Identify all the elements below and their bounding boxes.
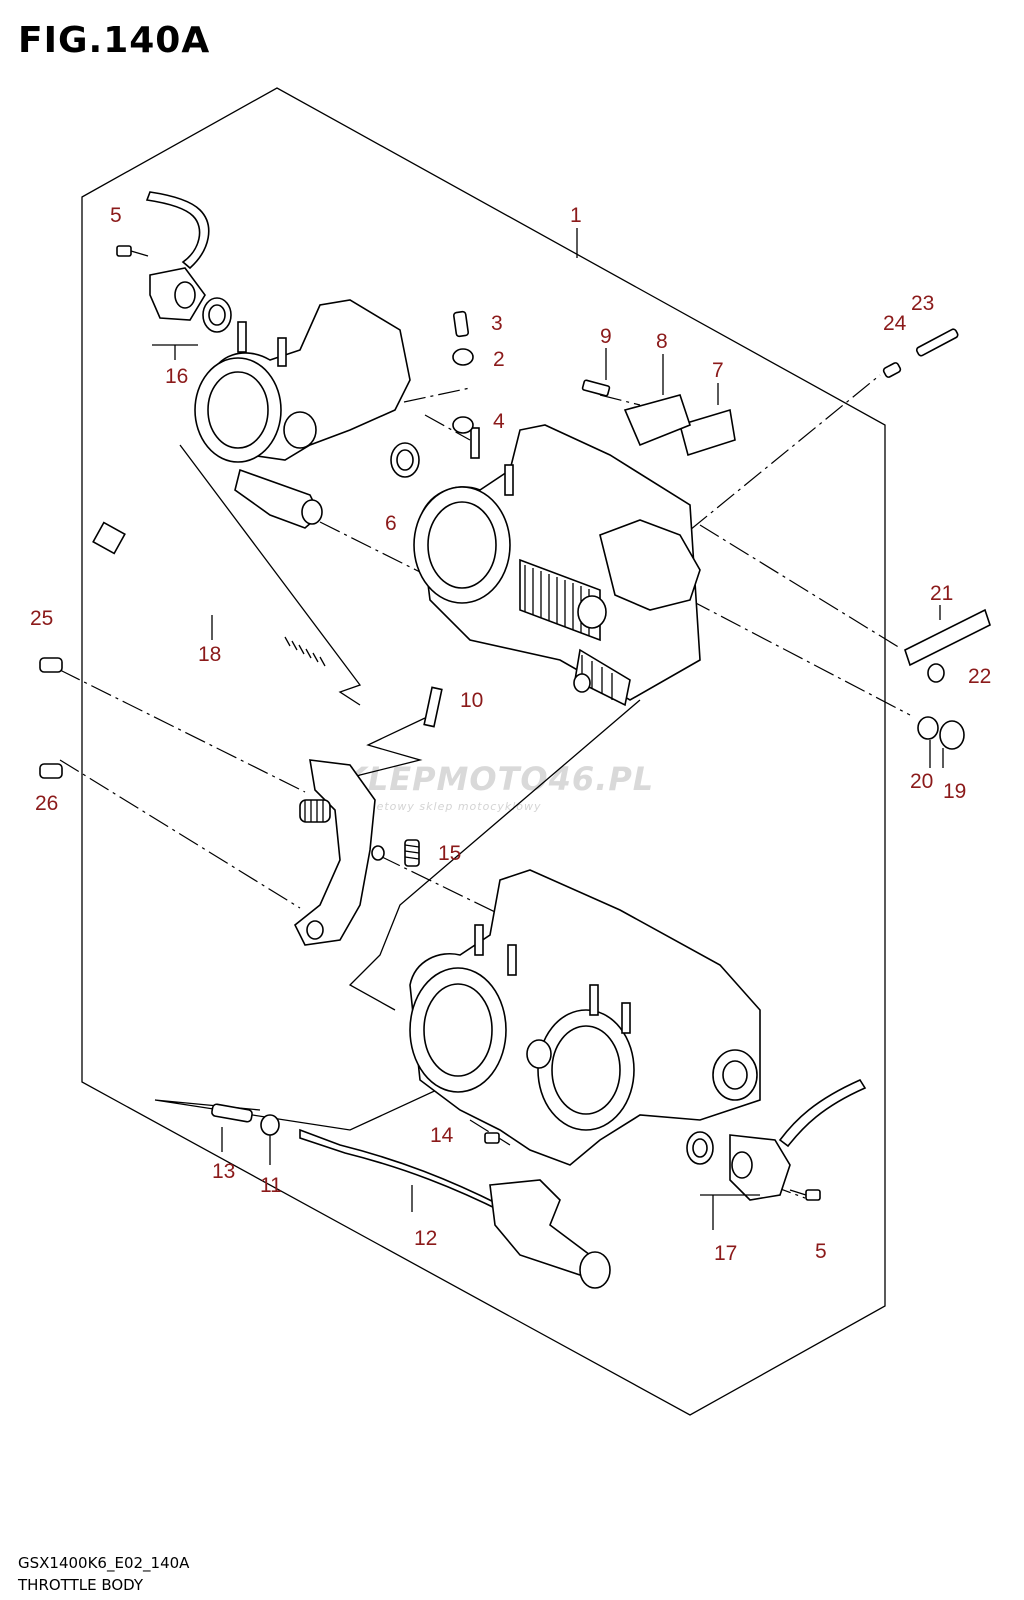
throttle-body-lower — [409, 869, 761, 1166]
callout-2: 2 — [493, 348, 505, 371]
callout-15: 15 — [438, 842, 461, 865]
watermark-tagline: internetowy sklep motocyklowy — [338, 800, 542, 813]
throttle-body-upper-rear — [194, 299, 411, 529]
sensor-16 — [145, 191, 232, 333]
figure-title: FIG.140A — [18, 20, 211, 61]
callout-19: 19 — [943, 780, 966, 803]
callout-18: 18 — [198, 643, 221, 666]
assembly-outline — [81, 87, 886, 1416]
callout-1: 1 — [570, 204, 582, 227]
callout-5-top: 5 — [110, 204, 122, 227]
callout-17: 17 — [714, 1242, 737, 1265]
guide-lower — [348, 699, 641, 1011]
callout-11: 11 — [260, 1174, 282, 1197]
watermark-brand: SKLEPMOTO46.PL — [318, 760, 655, 798]
callout-4: 4 — [493, 410, 505, 433]
cable-12 — [299, 1128, 611, 1289]
guide-upper — [179, 444, 362, 706]
throttle-body-upper-front — [413, 424, 701, 707]
callout-22: 22 — [968, 665, 991, 688]
callout-3: 3 — [491, 312, 503, 335]
sensor-17 — [686, 1078, 867, 1201]
alignment-lines — [59, 374, 911, 1199]
callout-24: 24 — [883, 312, 907, 335]
callout-10: 10 — [460, 689, 483, 712]
callout-8: 8 — [656, 330, 668, 353]
callout-7: 7 — [712, 359, 724, 382]
callout-9: 9 — [600, 325, 612, 348]
callout-25: 25 — [30, 607, 53, 630]
footer-model-code: GSX1400K6_E02_140A — [18, 1554, 190, 1572]
callout-16: 16 — [165, 365, 188, 388]
callout-23: 23 — [911, 292, 934, 315]
callout-13: 13 — [212, 1160, 235, 1183]
callout-leaders — [152, 344, 944, 1230]
shaft-bolt-18 — [92, 521, 334, 672]
footer-figure-name: THROTTLE BODY — [18, 1576, 144, 1594]
callout-20: 20 — [910, 770, 933, 793]
bracket-assembly — [293, 686, 443, 946]
callout-21: 21 — [930, 582, 953, 605]
callout-5-bottom: 5 — [815, 1240, 827, 1263]
callout-12: 12 — [414, 1227, 437, 1250]
callout-6: 6 — [385, 512, 397, 535]
callout-14: 14 — [430, 1124, 454, 1147]
hardware-small — [39, 245, 991, 1201]
callout-numbers: 1 2 3 4 5 5 6 7 8 9 10 11 12 13 14 15 16… — [30, 204, 991, 1265]
callout-26: 26 — [35, 792, 58, 815]
